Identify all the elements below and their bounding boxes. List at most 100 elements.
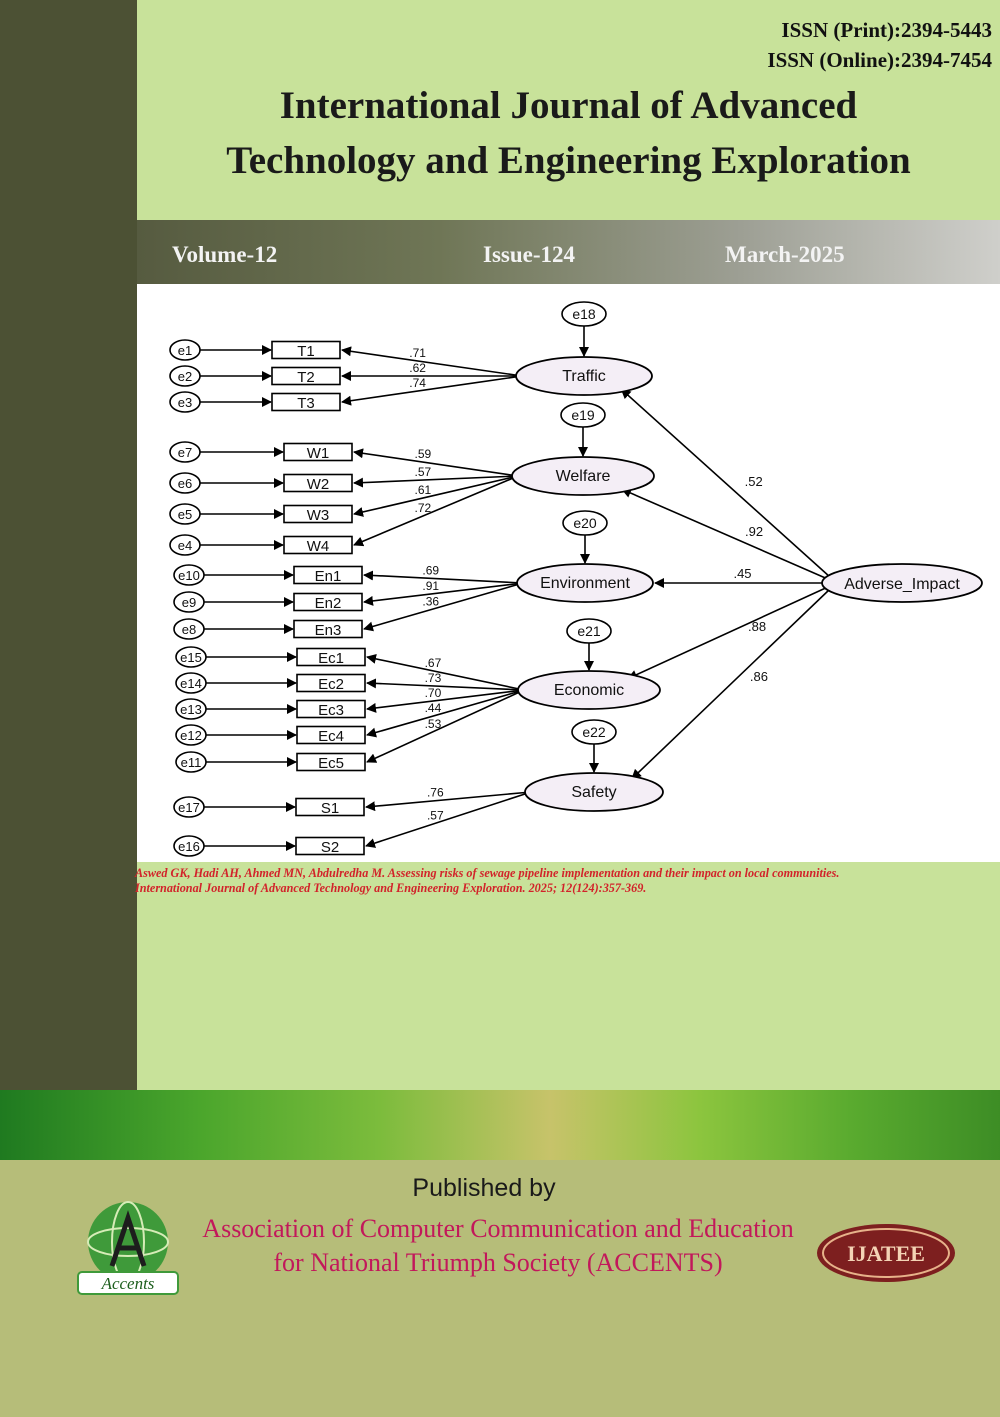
indicator-label: Ec3 xyxy=(318,702,344,719)
construct-error-label: e22 xyxy=(582,724,606,740)
construct-label: Economic xyxy=(554,682,624,699)
issn-print: ISSN (Print):2394-5443 xyxy=(781,18,992,42)
factor-loading-arrow xyxy=(621,488,831,581)
construct-label: Traffic xyxy=(562,368,606,385)
loading-arrow xyxy=(353,448,519,477)
indicator-error-circle xyxy=(175,646,207,668)
indicator-loading-value: .61 xyxy=(415,483,432,497)
factor-loading-arrow xyxy=(631,588,831,780)
cover-header xyxy=(137,0,1000,220)
indicator-loading-value: .73 xyxy=(425,671,442,685)
indicator-error-circle xyxy=(175,724,207,746)
indicator-label: W4 xyxy=(307,538,330,555)
indicator-box xyxy=(271,392,341,412)
indicator-error-label: e7 xyxy=(178,445,192,460)
citation-line1: Aswed GK, Hadi AH, Ahmed MN, Abdulredha … xyxy=(135,866,840,880)
indicator-loading-value: .36 xyxy=(422,595,439,609)
factor-ellipse xyxy=(821,563,983,603)
indicator-loading-value: .71 xyxy=(409,346,426,360)
indicator-error-circle xyxy=(175,751,207,773)
loading-arrow xyxy=(366,653,525,691)
construct-ellipse xyxy=(511,456,655,496)
construct-label: Environment xyxy=(540,575,630,592)
cover-spine xyxy=(0,0,137,1090)
factor-loading-value: .88 xyxy=(748,619,766,634)
indicator-label: T1 xyxy=(297,343,315,360)
indicator-loading-value: .44 xyxy=(425,701,442,715)
indicator-label: T3 xyxy=(297,395,315,412)
indicator-error-circle xyxy=(169,441,201,463)
indicator-label: En3 xyxy=(315,622,342,639)
indicator-label: Ec2 xyxy=(318,676,344,693)
loading-arrow xyxy=(341,375,523,406)
indicator-error-label: e16 xyxy=(178,839,200,854)
construct-error-circle xyxy=(560,402,606,428)
factor-label: Adverse_Impact xyxy=(844,576,960,593)
indicator-label: T2 xyxy=(297,369,315,386)
factor-loading-value: .92 xyxy=(745,524,763,539)
indicator-loading-value: .53 xyxy=(425,717,442,731)
indicator-error-circle xyxy=(173,591,205,613)
indicator-error-label: e10 xyxy=(178,568,200,583)
indicator-box xyxy=(271,340,341,360)
factor-loading-arrow xyxy=(620,388,831,578)
indicator-box xyxy=(293,619,363,639)
publisher-name-line1: Association of Computer Communication an… xyxy=(202,1214,794,1243)
indicator-box xyxy=(271,366,341,386)
construct-ellipse xyxy=(516,563,654,603)
indicator-error-label: e6 xyxy=(178,476,192,491)
indicator-loading-value: .57 xyxy=(415,465,432,479)
indicator-error-label: e17 xyxy=(178,800,200,815)
journal-title-line2: Technology and Engineering Exploration xyxy=(226,139,911,182)
indicator-box xyxy=(293,565,363,585)
construct-label: Welfare xyxy=(556,468,611,485)
issue-band: Volume-12 Issue-124 March-2025 xyxy=(137,220,1000,284)
indicator-label: Ec1 xyxy=(318,650,344,667)
indicator-label: En1 xyxy=(315,568,342,585)
indicator-error-circle xyxy=(169,339,201,361)
loading-arrow xyxy=(363,582,524,606)
indicator-error-circle xyxy=(173,796,205,818)
indicator-error-circle xyxy=(169,391,201,413)
factor-loading-value: .45 xyxy=(733,566,751,581)
indicator-error-circle xyxy=(175,698,207,720)
date-label: March-2025 xyxy=(725,242,845,267)
indicator-box xyxy=(296,673,366,693)
construct-error-label: e20 xyxy=(573,515,597,531)
accents-logo: Accents xyxy=(77,1201,179,1295)
indicator-loading-value: .70 xyxy=(425,686,442,700)
indicator-error-label: e3 xyxy=(178,395,192,410)
indicator-loading-value: .62 xyxy=(409,361,426,375)
indicator-label: Ec5 xyxy=(318,755,344,772)
indicator-box xyxy=(296,752,366,772)
indicator-error-label: e4 xyxy=(178,538,192,553)
construct-ellipse xyxy=(524,772,664,812)
indicator-box xyxy=(296,647,366,667)
indicator-label: W3 xyxy=(307,507,330,524)
indicator-error-label: e13 xyxy=(180,702,202,717)
loading-arrow xyxy=(366,678,525,691)
loading-arrow xyxy=(353,475,519,488)
green-gradient-bar xyxy=(0,1090,1000,1160)
indicator-loading-value: .74 xyxy=(409,376,426,390)
indicator-error-label: e1 xyxy=(178,343,192,358)
indicator-error-circle xyxy=(169,534,201,556)
indicator-label: W1 xyxy=(307,445,330,462)
indicator-box xyxy=(296,725,366,745)
indicator-error-label: e8 xyxy=(182,622,196,637)
factor-loading-arrow xyxy=(627,585,831,680)
indicator-loading-value: .67 xyxy=(425,656,442,670)
indicator-error-label: e15 xyxy=(180,650,202,665)
construct-error-circle xyxy=(561,301,607,327)
indicator-loading-value: .76 xyxy=(427,786,444,800)
indicator-label: S2 xyxy=(321,839,339,856)
construct-error-circle xyxy=(562,510,608,536)
citation: Aswed GK, Hadi AH, Ahmed MN, Abdulredha … xyxy=(135,866,1000,896)
indicator-box xyxy=(293,592,363,612)
citation-line2: International Journal of Advanced Techno… xyxy=(135,881,647,895)
indicator-loading-value: .57 xyxy=(427,808,444,822)
loading-arrow xyxy=(366,689,525,738)
loading-arrow xyxy=(365,791,532,812)
